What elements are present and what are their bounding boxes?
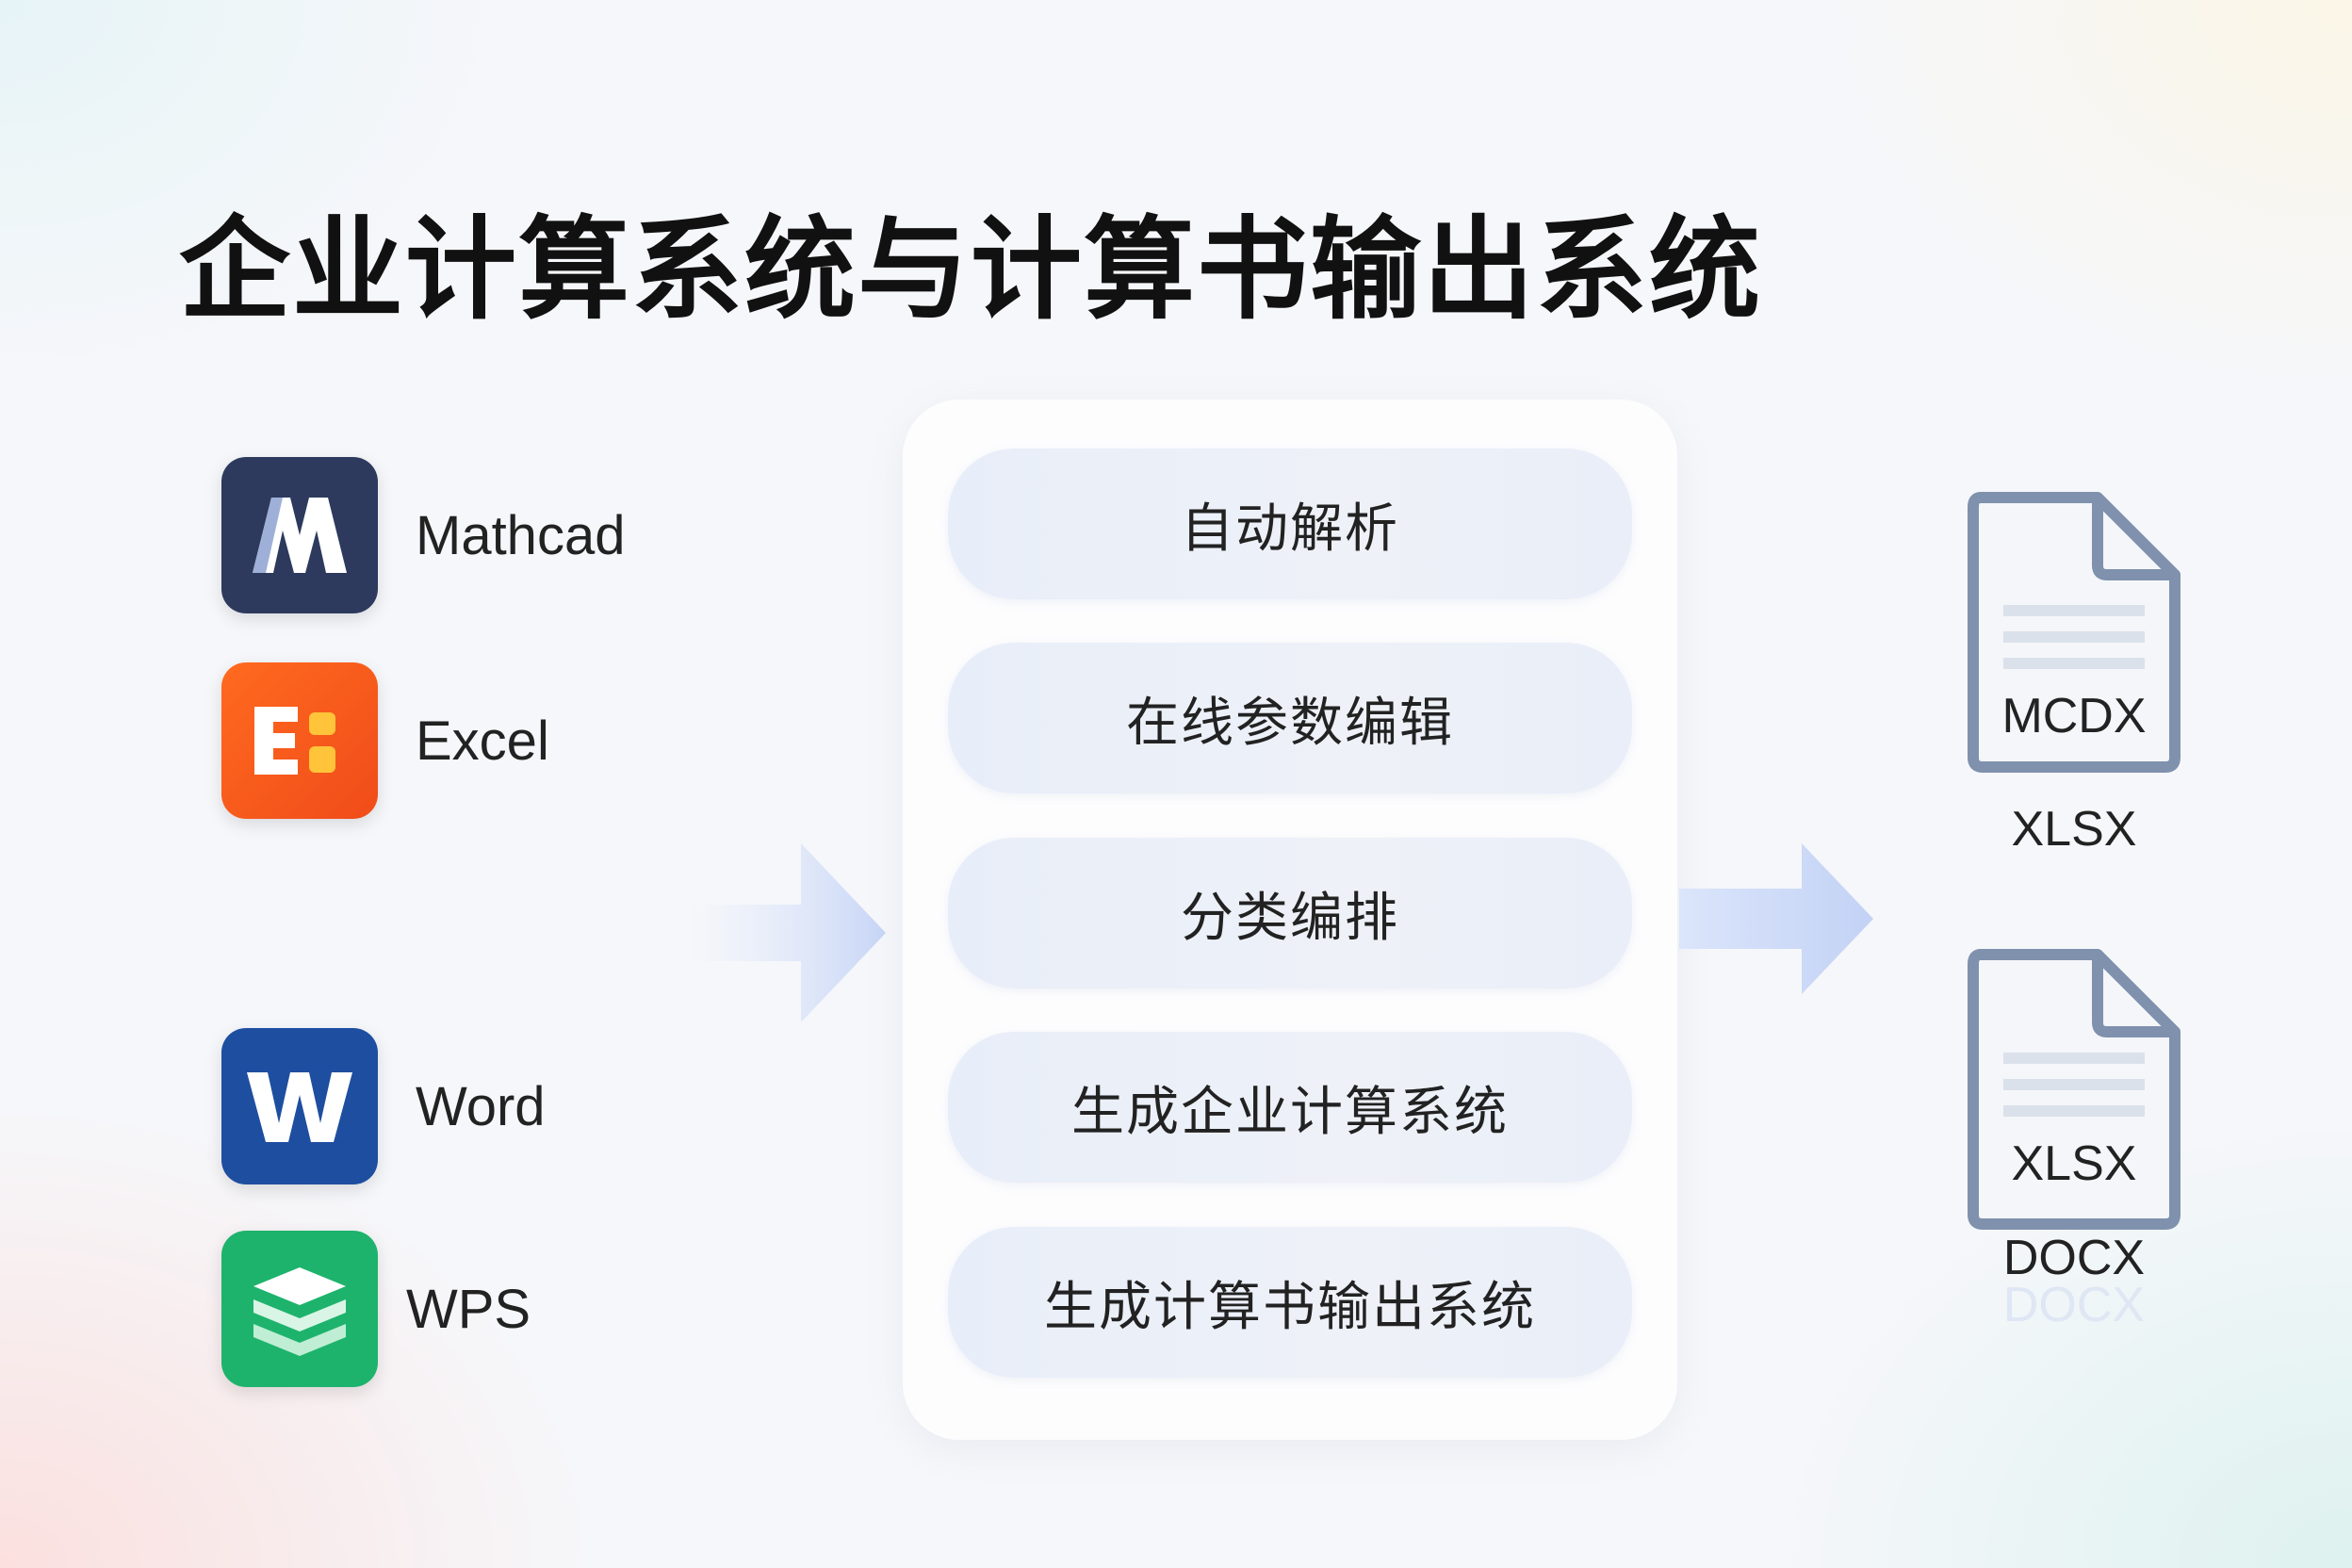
document-caption: XLSX (2011, 802, 2137, 857)
input-label: Excel (416, 710, 549, 772)
document-format-label: MCDX (2001, 689, 2147, 743)
page-title: 企业计算系统与计算书输出系统 (179, 204, 1763, 335)
document-caption-reflection: DOCX (2002, 1278, 2146, 1332)
step-generate-report-system: 生成计算书输出系统 (948, 1227, 1632, 1378)
step-generate-enterprise-system: 生成企业计算系统 (948, 1032, 1632, 1183)
process-panel: 自动解析 在线参数编辑 分类编排 生成企业计算系统 生成计算书输出系统 (903, 400, 1677, 1440)
input-label: Word (416, 1075, 546, 1137)
input-item-word: Word (221, 1028, 546, 1184)
step-parse: 自动解析 (948, 449, 1632, 599)
document-icon (1968, 949, 2180, 1230)
step-categorize: 分类编排 (948, 838, 1632, 988)
input-label: WPS (406, 1278, 531, 1340)
document-format-label: XLSX (2011, 1136, 2137, 1191)
input-label: Mathcad (416, 504, 626, 566)
flow-arrow-out (1679, 843, 1873, 994)
wps-icon (221, 1231, 378, 1387)
input-item-wps: WPS (221, 1231, 531, 1387)
flow-arrow-in (688, 843, 886, 1022)
mathcad-icon (221, 457, 378, 613)
word-icon (221, 1028, 378, 1184)
step-online-edit: 在线参数编辑 (948, 643, 1632, 793)
document-icon (1968, 492, 2180, 773)
input-item-mathcad: Mathcad (221, 457, 625, 613)
input-item-excel: Excel (221, 662, 549, 819)
excel-icon (221, 662, 378, 819)
document-caption: DOCX (2002, 1231, 2146, 1285)
